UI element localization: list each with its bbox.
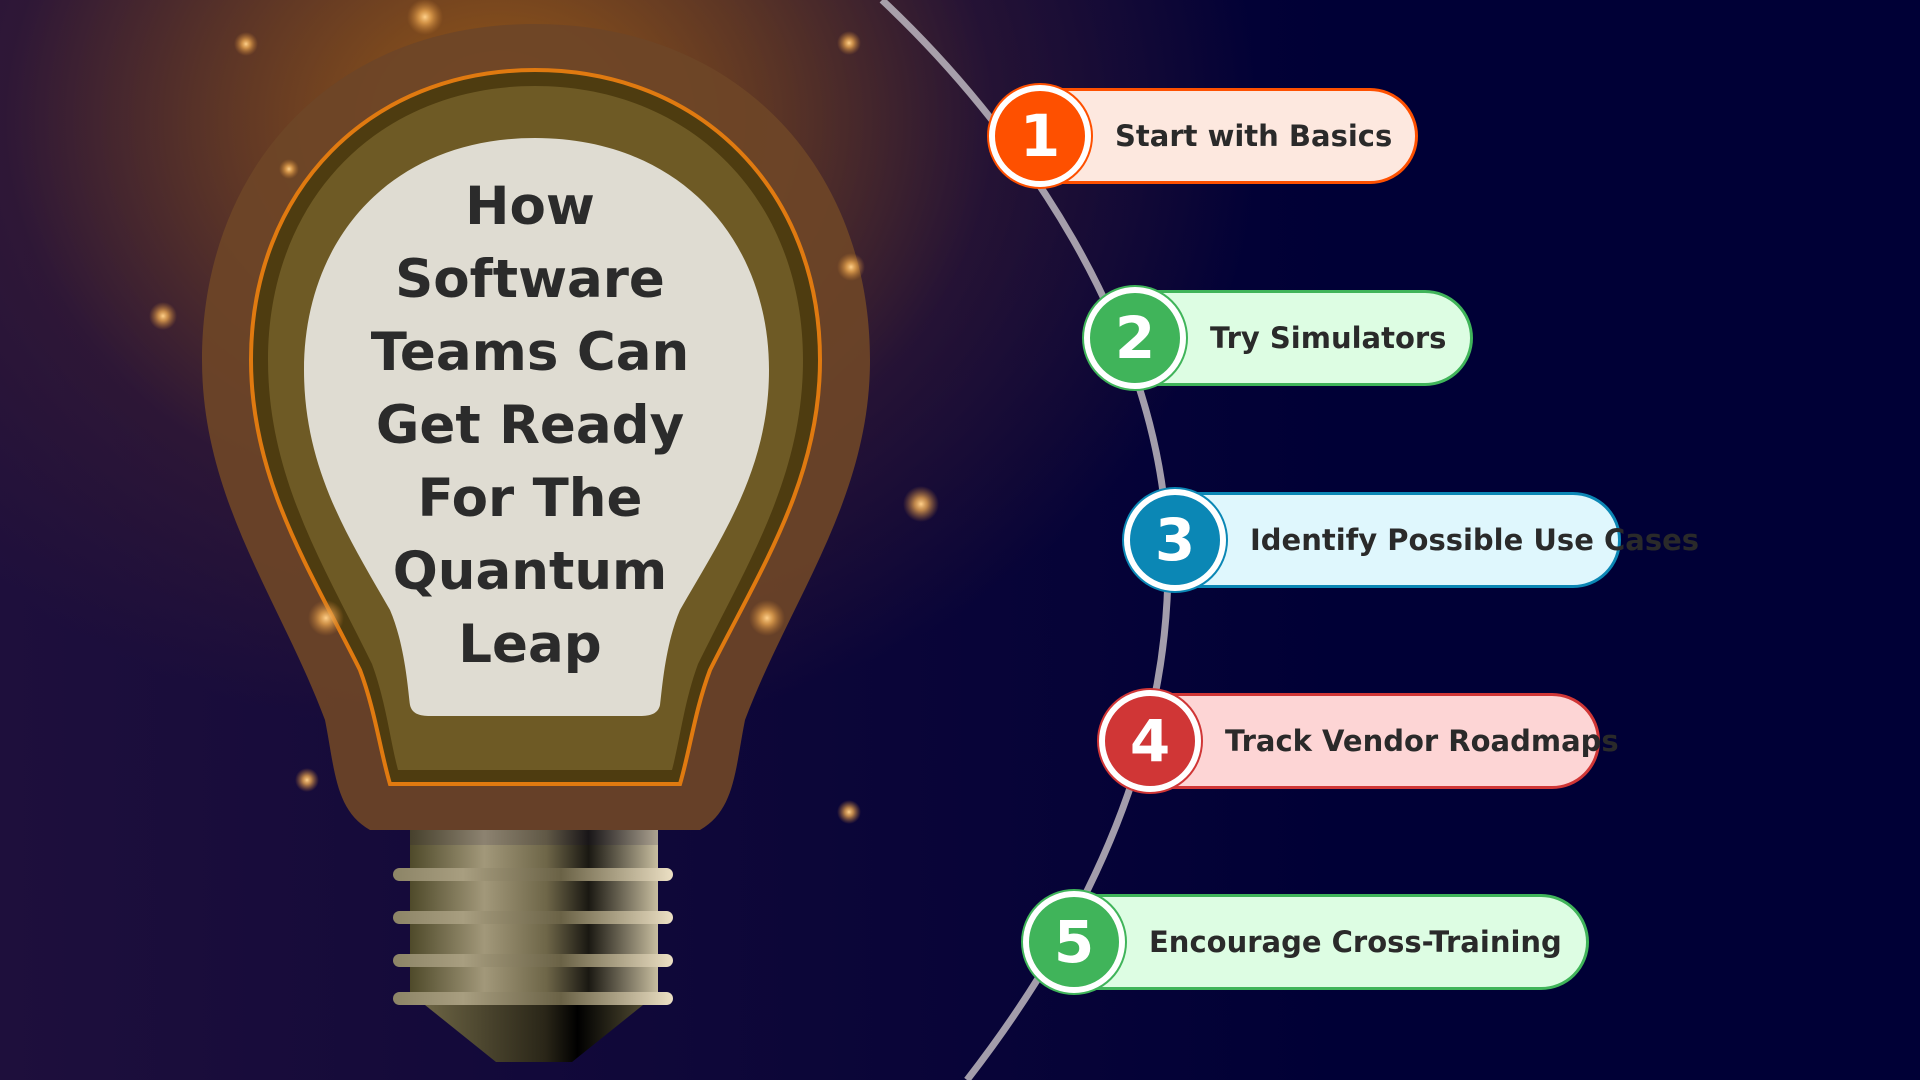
sparkle [903, 486, 939, 522]
step-5: 5 Encourage Cross-Training [1023, 891, 1589, 993]
step-number-badge: 3 [1124, 489, 1226, 591]
step-label: Try Simulators [1210, 321, 1447, 355]
sparkle [837, 253, 865, 281]
sparkle [407, 0, 443, 35]
title-line: How [465, 176, 595, 237]
sparkle [149, 302, 177, 330]
step-1: 1 Start with Basics [989, 85, 1418, 187]
screw-thread [393, 868, 673, 881]
title-line: Get Ready [375, 395, 685, 456]
bulb-glass [304, 138, 769, 716]
title-line: Teams Can [370, 322, 690, 383]
sparkle [749, 600, 785, 636]
sparkle [308, 600, 344, 636]
screw-tip [425, 1005, 643, 1062]
step-number-badge: 1 [989, 85, 1091, 187]
screw-thread [393, 992, 673, 1005]
title-line: Leap [458, 614, 602, 675]
title-line: Quantum [392, 541, 668, 602]
step-number-badge: 2 [1084, 287, 1186, 389]
title-line: For The [417, 468, 643, 529]
step-2: 2 Try Simulators [1084, 287, 1473, 389]
sparkles [149, 0, 939, 824]
step-number-badge: 4 [1099, 690, 1201, 792]
step-label: Track Vendor Roadmaps [1225, 724, 1619, 758]
sparkle [295, 768, 319, 792]
sparkle [279, 159, 299, 179]
screw-thread [393, 911, 673, 924]
screw-thread [393, 954, 673, 967]
step-label: Start with Basics [1115, 119, 1393, 153]
sparkle [837, 800, 861, 824]
step-3: 3 Identify Possible Use Cases [1124, 489, 1699, 591]
step-4: 4 Track Vendor Roadmaps [1099, 690, 1619, 792]
sparkle [837, 31, 861, 55]
step-label: Identify Possible Use Cases [1250, 523, 1700, 557]
step-label: Encourage Cross-Training [1149, 925, 1562, 959]
page-title: How Software Teams Can Get Ready For The… [300, 170, 760, 681]
title-line: Software [395, 249, 665, 310]
sparkle [234, 32, 258, 56]
step-number-badge: 5 [1023, 891, 1125, 993]
